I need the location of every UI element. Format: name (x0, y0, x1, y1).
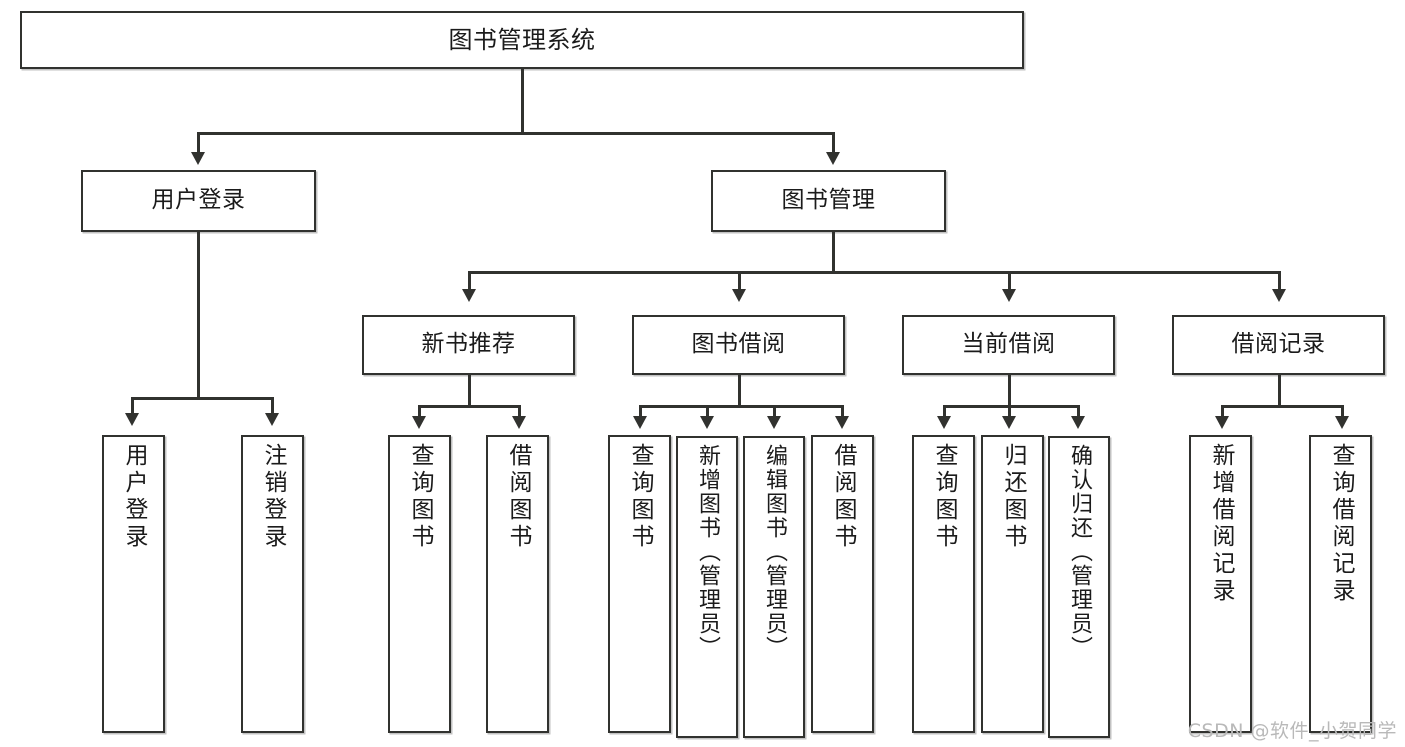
node-label: 图书借阅 (691, 331, 786, 358)
node-book-borrow[interactable]: 图书借阅 (632, 315, 845, 375)
leaf-borrow-records-query-record[interactable]: 查询借阅记录 (1309, 435, 1372, 733)
connector-new-book-stem (468, 375, 471, 408)
arrow-bm-to-current-borrow (1002, 289, 1016, 302)
arrow-user-login-to-leaf-2 (265, 413, 279, 426)
arrow-bb-to-leaf-3 (767, 416, 781, 429)
connector-cb-to-leaf-1 (943, 405, 946, 420)
connector-br-to-leaf-1 (1221, 405, 1224, 420)
arrow-new-book-to-leaf-2 (512, 416, 526, 429)
node-label: 新书推荐 (421, 331, 516, 358)
node-label: 归还图书 (1000, 443, 1026, 551)
node-label: 用户登录 (121, 443, 147, 551)
connector-root-bus (198, 132, 834, 135)
connector-book-borrow-bus (640, 405, 843, 408)
connector-borrow-records-stem (1278, 375, 1281, 408)
leaf-current-borrow-query-book[interactable]: 查询图书 (912, 435, 975, 733)
node-label: 查询借阅记录 (1328, 443, 1354, 605)
node-label: 当前借阅 (961, 331, 1056, 358)
connector-new-book-to-leaf-1 (418, 405, 421, 420)
connector-book-borrow-stem (738, 375, 741, 408)
node-label: 图书管理 (781, 187, 876, 214)
connector-root-to-book-management (832, 132, 835, 156)
connector-book-management-bus (469, 271, 1281, 274)
node-label: 新增借阅记录 (1208, 443, 1234, 605)
arrow-br-to-leaf-1 (1215, 416, 1229, 429)
node-label: 注销登录 (260, 443, 286, 551)
node-label: 查询图书 (931, 443, 957, 551)
node-label: 查询图书 (407, 443, 433, 551)
connector-current-borrow-stem (1008, 375, 1011, 408)
leaf-borrow-records-add-record[interactable]: 新增借阅记录 (1189, 435, 1252, 733)
node-user-login[interactable]: 用户登录 (81, 170, 316, 232)
leaf-book-borrow-query-book[interactable]: 查询图书 (608, 435, 671, 733)
leaf-user-login-login[interactable]: 用户登录 (102, 435, 165, 733)
connector-br-to-leaf-2 (1341, 405, 1344, 420)
connector-bm-to-borrow-records (1278, 271, 1281, 293)
node-root-book-management-system[interactable]: 图书管理系统 (20, 11, 1024, 69)
node-label: 借阅图书 (505, 443, 531, 551)
arrow-cb-to-leaf-2 (1002, 416, 1016, 429)
connector-bb-to-leaf-4 (841, 405, 844, 420)
arrow-cb-to-leaf-3 (1071, 416, 1085, 429)
connector-bm-to-book-borrow (738, 271, 741, 293)
node-label: 借阅记录 (1231, 331, 1326, 358)
node-label: 用户登录 (151, 187, 246, 214)
connector-new-book-to-leaf-2 (518, 405, 521, 420)
connector-borrow-records-bus (1222, 405, 1342, 408)
connector-root-stem (521, 69, 524, 134)
arrow-bm-to-new-book (462, 289, 476, 302)
arrow-root-to-book-management (826, 152, 840, 165)
node-label: 编辑图书（管理员） (762, 444, 787, 660)
connector-user-login-to-leaf-1 (131, 397, 134, 417)
connector-bm-to-new-book (468, 271, 471, 293)
connector-user-login-to-leaf-2 (271, 397, 274, 417)
connector-bb-to-leaf-3 (773, 405, 776, 420)
arrow-bb-to-leaf-2 (700, 416, 714, 429)
leaf-user-login-logout[interactable]: 注销登录 (241, 435, 304, 733)
connector-user-login-bus (132, 397, 274, 400)
connector-cb-to-leaf-3 (1077, 405, 1080, 420)
arrow-bm-to-borrow-records (1272, 289, 1286, 302)
node-label: 查询图书 (627, 443, 653, 551)
connector-cb-to-leaf-2 (1008, 405, 1011, 420)
leaf-book-borrow-borrow-book[interactable]: 借阅图书 (811, 435, 874, 733)
connector-book-management-stem (832, 232, 835, 274)
connector-bb-to-leaf-2 (706, 405, 709, 420)
leaf-new-book-query-book[interactable]: 查询图书 (388, 435, 451, 733)
connector-current-borrow-bus (944, 405, 1079, 408)
node-new-book-recommend[interactable]: 新书推荐 (362, 315, 575, 375)
connector-user-login-stem (197, 232, 200, 400)
arrow-bb-to-leaf-4 (835, 416, 849, 429)
leaf-current-borrow-return-book[interactable]: 归还图书 (981, 435, 1044, 733)
arrow-cb-to-leaf-1 (937, 416, 951, 429)
node-label: 新增图书（管理员） (695, 444, 720, 660)
arrow-root-to-user-login (191, 152, 205, 165)
node-book-management[interactable]: 图书管理 (711, 170, 946, 232)
node-borrow-records[interactable]: 借阅记录 (1172, 315, 1385, 375)
leaf-current-borrow-confirm-return-admin[interactable]: 确认归还（管理员） (1048, 436, 1110, 738)
node-current-borrow[interactable]: 当前借阅 (902, 315, 1115, 375)
arrow-bb-to-leaf-1 (633, 416, 647, 429)
leaf-book-borrow-add-book-admin[interactable]: 新增图书（管理员） (676, 436, 738, 738)
leaf-new-book-borrow-book[interactable]: 借阅图书 (486, 435, 549, 733)
node-label: 图书管理系统 (448, 25, 596, 54)
arrow-new-book-to-leaf-1 (412, 416, 426, 429)
arrow-br-to-leaf-2 (1335, 416, 1349, 429)
arrow-bm-to-book-borrow (732, 289, 746, 302)
arrow-user-login-to-leaf-1 (125, 413, 139, 426)
node-label: 确认归还（管理员） (1067, 444, 1092, 660)
connector-new-book-bus (419, 405, 519, 408)
leaf-book-borrow-edit-book-admin[interactable]: 编辑图书（管理员） (743, 436, 805, 738)
connector-root-to-user-login (197, 132, 200, 156)
node-label: 借阅图书 (830, 443, 856, 551)
connector-bm-to-current-borrow (1008, 271, 1011, 293)
connector-bb-to-leaf-1 (639, 405, 642, 420)
